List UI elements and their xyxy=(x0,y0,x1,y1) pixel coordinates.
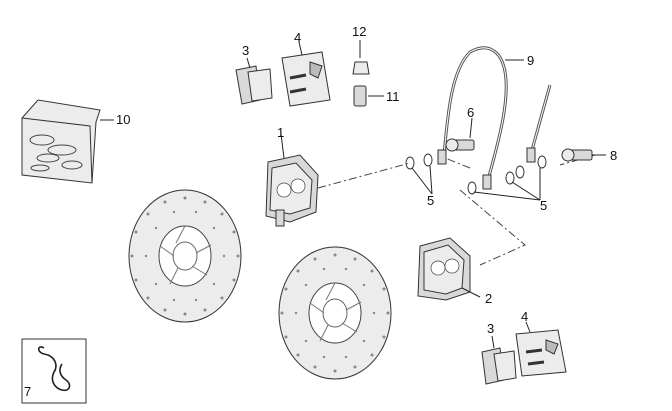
pin-kit-top xyxy=(281,41,331,107)
callout-2: 2 xyxy=(485,291,492,306)
callout-9: 9 xyxy=(527,53,534,68)
caliper-lower xyxy=(417,237,481,301)
brake-pads-bottom xyxy=(481,335,517,385)
callout-8: 8 xyxy=(610,148,617,163)
callout-12: 12 xyxy=(352,24,366,39)
callout-5-left: 5 xyxy=(427,193,434,208)
callout-10: 10 xyxy=(116,112,130,127)
callout-6: 6 xyxy=(467,105,474,120)
callout-3-bottom: 3 xyxy=(487,321,494,336)
callout-labels: 1 2 3 3 4 4 5 5 6 7 8 9 10 11 12 xyxy=(24,24,617,399)
callout-1: 1 xyxy=(277,125,284,140)
callout-4-bottom: 4 xyxy=(521,309,528,324)
sealing-washers xyxy=(405,153,547,201)
callout-4-top: 4 xyxy=(294,30,301,45)
brake-pads-top xyxy=(235,57,273,105)
caliper-upper xyxy=(265,133,319,227)
callout-5-right: 5 xyxy=(540,198,547,213)
bleed-valve-parts xyxy=(352,40,384,107)
pin-kit-bottom xyxy=(515,321,567,377)
banjo-bolt-left xyxy=(445,117,475,152)
brake-disc-left xyxy=(128,189,242,323)
brake-disc-right xyxy=(278,246,392,380)
spring-clip-box xyxy=(21,338,87,404)
callout-11: 11 xyxy=(386,89,400,104)
callout-7: 7 xyxy=(24,384,31,399)
callout-3-top: 3 xyxy=(242,43,249,58)
kit-pack xyxy=(21,99,114,184)
banjo-bolt-right xyxy=(561,148,606,162)
brake-hose xyxy=(437,46,552,190)
